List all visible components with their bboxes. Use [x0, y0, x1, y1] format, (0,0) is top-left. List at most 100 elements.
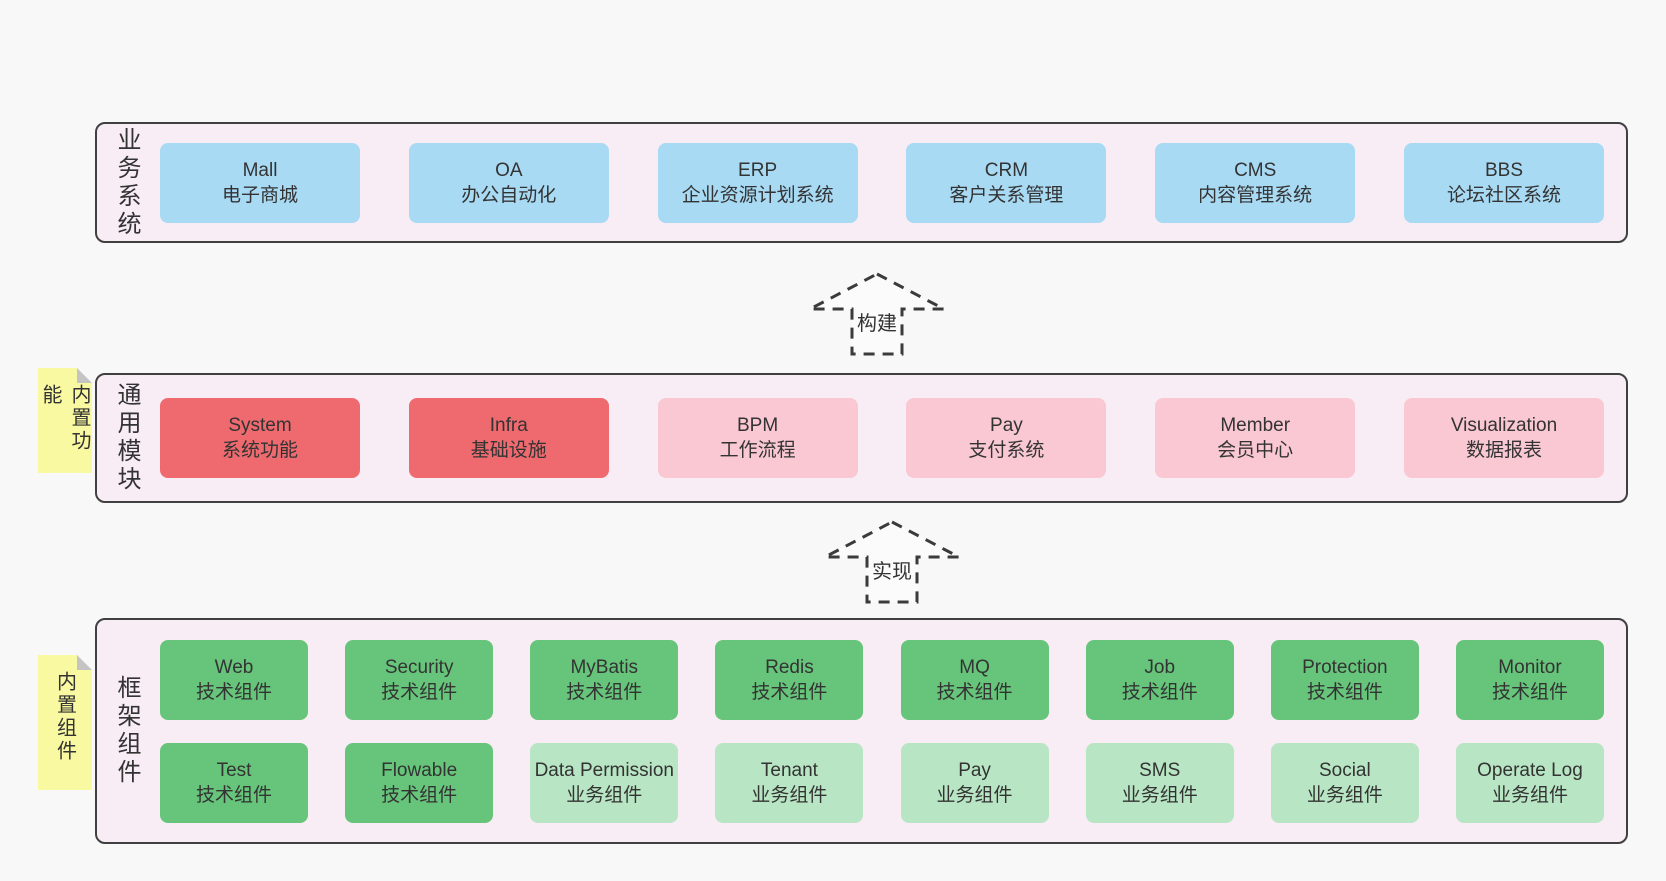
box-desc: 支付系统	[968, 440, 1045, 461]
box-crm: CRM 客户关系管理	[906, 142, 1107, 223]
box-name: BPM	[737, 415, 779, 436]
box-protection: Protection 技术组件	[1270, 639, 1419, 720]
layer-business-systems: 业务系统 Mall 电子商城 OA 办公自动化 ERP 企业资源计划系统 CRM…	[95, 122, 1628, 243]
box-desc: 业务组件	[566, 784, 643, 806]
layer-label-components: 框架组件	[113, 675, 140, 787]
box-erp: ERP 企业资源计划系统	[657, 142, 858, 223]
box-name: Flowable	[381, 759, 458, 781]
box-social: Social 业务组件	[1270, 742, 1419, 823]
box-name: MyBatis	[570, 656, 639, 678]
box-oa: OA 办公自动化	[408, 142, 609, 223]
box-desc: 技术组件	[1121, 681, 1198, 703]
box-desc: 论坛社区系统	[1446, 184, 1561, 206]
layer-common-modules: 通用模块 System 系统功能 Infra 基础设施 BPM 工作流程 Pay…	[95, 373, 1628, 503]
box-name: System	[228, 415, 292, 436]
box-desc: 技术组件	[1306, 681, 1383, 703]
box-infra: Infra 基础设施	[408, 398, 609, 478]
box-desc: 工作流程	[719, 440, 796, 461]
box-monitor: Monitor 技术组件	[1455, 639, 1604, 720]
box-sms: SMS 业务组件	[1085, 742, 1234, 823]
box-desc: 业务组件	[751, 784, 828, 806]
box-name: Infra	[489, 415, 528, 436]
box-name: Pay	[990, 415, 1023, 436]
box-name: Protection	[1302, 656, 1388, 678]
component-rows: Web 技术组件 Security 技术组件 MyBatis 技术组件 Redi…	[144, 639, 1626, 823]
box-desc: 技术组件	[381, 784, 458, 806]
box-name: Job	[1144, 656, 1176, 678]
layer-label-modules: 通用模块	[113, 382, 140, 494]
arrow-build: 构建	[807, 271, 947, 357]
sticky-note-text: 内置组件	[53, 671, 76, 763]
box-security: Security 技术组件	[345, 639, 494, 720]
box-desc: 业务组件	[1121, 784, 1198, 806]
business-boxes-row: Mall 电子商城 OA 办公自动化 ERP 企业资源计划系统 CRM 客户关系…	[144, 142, 1626, 223]
box-desc: 系统功能	[221, 440, 298, 461]
box-name: Tenant	[760, 759, 818, 781]
box-desc: 业务组件	[1491, 784, 1568, 806]
box-name: MQ	[959, 656, 990, 678]
module-boxes-row: System 系统功能 Infra 基础设施 BPM 工作流程 Pay 支付系统…	[144, 398, 1626, 478]
box-desc: 技术组件	[1491, 681, 1568, 703]
box-desc: 数据报表	[1465, 440, 1542, 461]
box-name: Monitor	[1498, 656, 1562, 678]
box-test: Test 技术组件	[160, 742, 308, 823]
box-operate-log: Operate Log 业务组件	[1455, 742, 1604, 823]
box-desc: 企业资源计划系统	[681, 184, 834, 206]
box-redis: Redis 技术组件	[715, 639, 864, 720]
box-desc: 业务组件	[936, 784, 1013, 806]
box-name: BBS	[1484, 159, 1523, 181]
box-desc: 技术组件	[751, 681, 828, 703]
box-member: Member 会员中心	[1155, 398, 1356, 478]
sticky-note-text: 内置功能	[39, 384, 90, 453]
box-mq: MQ 技术组件	[900, 639, 1049, 720]
box-name: Redis	[765, 656, 814, 678]
box-pay: Pay 支付系统	[906, 398, 1107, 478]
box-name: OA	[495, 159, 523, 181]
box-tenant: Tenant 业务组件	[715, 742, 864, 823]
box-desc: 客户关系管理	[949, 184, 1064, 206]
box-name: Visualization	[1450, 415, 1558, 436]
box-name: Social	[1318, 759, 1371, 781]
box-desc: 技术组件	[381, 681, 458, 703]
box-desc: 电子商城	[221, 184, 298, 206]
layer-framework-components: 框架组件 Web 技术组件 Security 技术组件 MyBatis 技术组件…	[95, 618, 1628, 844]
box-name: CRM	[984, 159, 1029, 181]
component-row-2: Test 技术组件 Flowable 技术组件 Data Permission …	[160, 742, 1604, 823]
box-name: Test	[216, 759, 252, 781]
box-bbs: BBS 论坛社区系统	[1403, 142, 1604, 223]
sticky-note-built-in-components: 内置组件	[38, 655, 92, 790]
box-desc: 技术组件	[195, 681, 272, 703]
box-desc: 技术组件	[566, 681, 643, 703]
box-desc: 技术组件	[936, 681, 1013, 703]
box-job: Job 技术组件	[1085, 639, 1234, 720]
arrow-implement: 实现	[822, 519, 962, 605]
box-desc: 办公自动化	[461, 184, 557, 206]
box-mall: Mall 电子商城	[160, 142, 360, 223]
box-name: Mall	[242, 159, 278, 181]
box-web: Web 技术组件	[160, 639, 308, 720]
box-name: Security	[384, 656, 454, 678]
box-pay-biz: Pay 业务组件	[900, 742, 1049, 823]
box-name: Pay	[958, 759, 991, 781]
box-desc: 基础设施	[470, 440, 547, 461]
box-visualization: Visualization 数据报表	[1403, 398, 1604, 478]
component-row-1: Web 技术组件 Security 技术组件 MyBatis 技术组件 Redi…	[160, 639, 1604, 720]
box-bpm: BPM 工作流程	[657, 398, 858, 478]
box-flowable: Flowable 技术组件	[345, 742, 494, 823]
box-desc: 业务组件	[1306, 784, 1383, 806]
box-system: System 系统功能	[160, 398, 360, 478]
box-name: Member	[1220, 415, 1291, 436]
box-data-permission: Data Permission 业务组件	[530, 742, 679, 823]
box-cms: CMS 内容管理系统	[1155, 142, 1356, 223]
box-name: SMS	[1139, 759, 1181, 781]
arrow-label: 实现	[869, 555, 915, 584]
box-desc: 内容管理系统	[1198, 184, 1313, 206]
box-desc: 会员中心	[1217, 440, 1294, 461]
box-name: ERP	[738, 159, 778, 181]
sticky-note-built-in-features: 内置功能	[38, 368, 92, 473]
arrow-label: 构建	[854, 307, 900, 336]
box-name: CMS	[1234, 159, 1277, 181]
box-name: Web	[214, 656, 254, 678]
box-mybatis: MyBatis 技术组件	[530, 639, 679, 720]
box-desc: 技术组件	[195, 784, 272, 806]
